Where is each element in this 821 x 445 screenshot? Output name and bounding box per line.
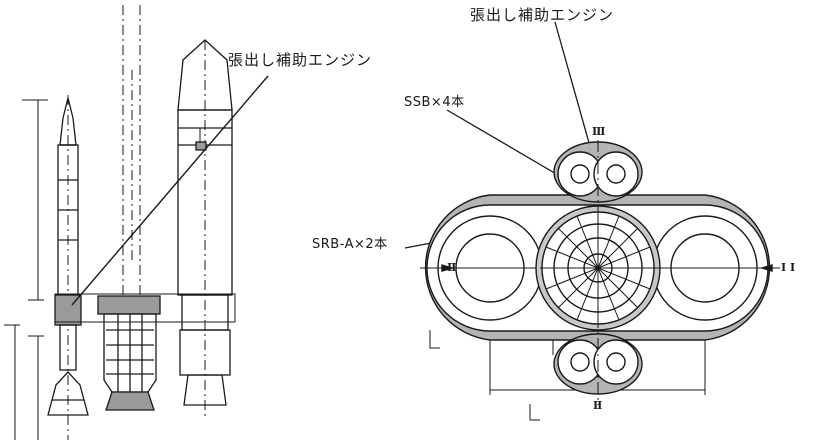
label-ssb: SSB×4本 (404, 95, 465, 110)
roman-mark-right: Ⅰ Ⅰ (781, 261, 796, 274)
top-view-arrow-right (759, 264, 773, 272)
label-top-view-outrigger-engine: 張出し補助エンジン (470, 6, 615, 24)
side-view-dimension-lines (4, 99, 48, 440)
side-view-centerlines (67, 5, 206, 440)
side-view-interstage-band (54, 293, 236, 323)
top-view-ssb-bottom (553, 333, 643, 395)
label-srb: SRB-A×2本 (312, 237, 388, 252)
side-view (4, 5, 269, 440)
label-side-view-outrigger-engine: 張出し補助エンジン (228, 51, 373, 69)
roman-mark-top: Ⅲ (592, 125, 606, 138)
roman-mark-bottom: Ⅱ (593, 399, 603, 412)
side-view-ssb-booster (47, 97, 89, 416)
top-view-arrow-left (441, 264, 455, 272)
side-view-leader-line (71, 75, 269, 306)
side-view-srb-booster (177, 39, 233, 406)
side-view-core-stage (97, 295, 161, 411)
top-view (404, 21, 780, 421)
roman-mark-left: Ⅱ (447, 261, 457, 274)
